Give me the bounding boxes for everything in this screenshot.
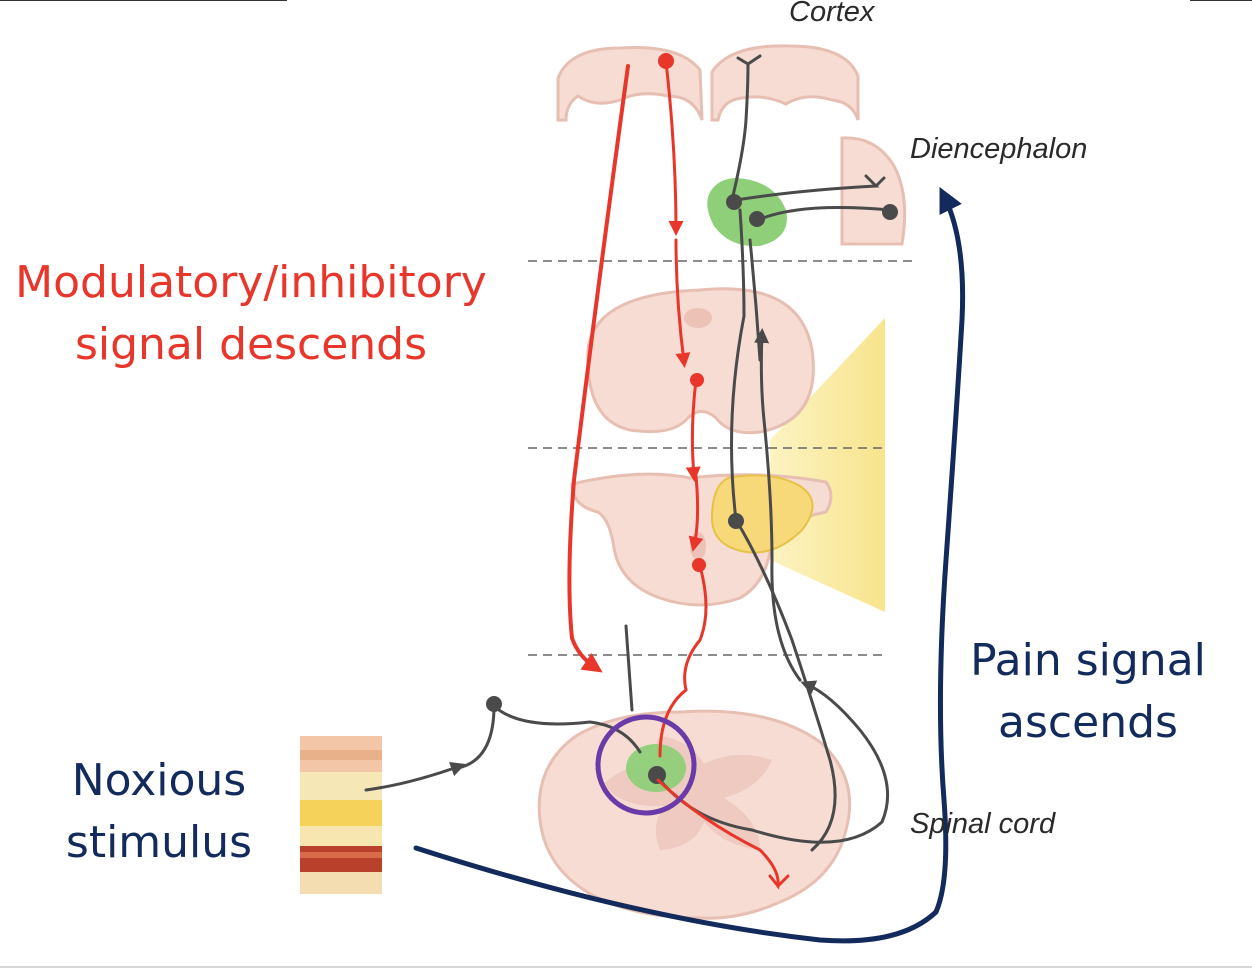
descending-cell-bodies <box>658 53 706 572</box>
noxious-stimulus-line1: Noxious <box>71 755 247 806</box>
ascending-signal-label: Pain signal ascends <box>966 630 1210 754</box>
thalamus-nucleus <box>707 178 787 247</box>
top-rule-left <box>0 0 287 1</box>
medulla-inset-beam <box>770 318 885 612</box>
descending-signal-label: Modulatory/inhibitory signal descends <box>12 252 490 376</box>
diencephalon-label: Diencephalon <box>910 133 1088 165</box>
spinal-cord-label: Spinal cord <box>910 808 1056 840</box>
ascending-pathway-arrow <box>413 187 966 944</box>
top-rule-right <box>1190 0 1252 1</box>
noxious-stimulus-line2: stimulus <box>65 817 253 868</box>
skin-tissue-block <box>300 736 382 894</box>
ascending-signal-line1: Pain signal <box>970 635 1206 686</box>
level-separators <box>528 260 912 656</box>
neuron-cell-bodies <box>486 194 898 784</box>
diencephalon-section <box>840 136 907 246</box>
descending-signal-line2: signal descends <box>74 319 428 370</box>
cortex-section <box>556 44 860 122</box>
cortex-label: Cortex <box>789 0 875 28</box>
midbrain-section <box>586 287 815 435</box>
descending-neuron-chain <box>567 60 790 890</box>
dorsal-horn-highlight-circle <box>595 714 697 816</box>
medulla-section <box>570 472 833 607</box>
descending-signal-line1: Modulatory/inhibitory <box>15 257 487 308</box>
spinal-cord-section <box>537 709 852 920</box>
ascending-neurons <box>364 54 892 852</box>
noxious-stimulus-label: Noxious stimulus <box>56 750 262 874</box>
bottom-divider <box>0 966 1252 968</box>
ascending-signal-line2: ascends <box>998 697 1178 748</box>
